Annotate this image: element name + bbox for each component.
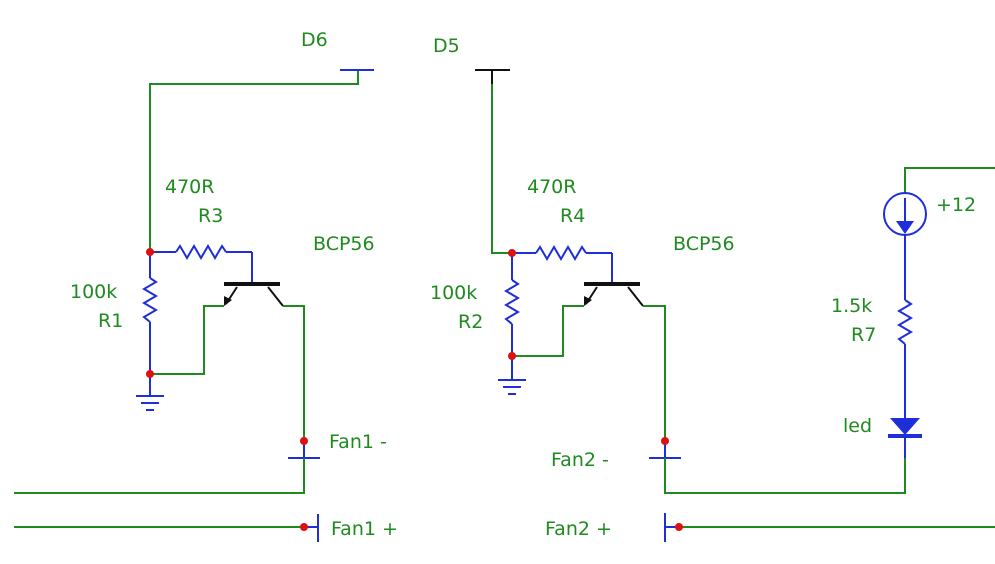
r1-resistor [142,277,158,323]
node-fan1-minus [300,437,308,445]
q2-emitter-arrow [584,296,592,306]
fan1-minus-label: Fan1 - [329,431,387,453]
node-fan1-plus [300,523,308,531]
node-r2-top [508,249,516,257]
r3-value: 470R [165,176,214,198]
r4-ref: R4 [560,205,585,227]
fan2-plus-label: Fan2 + [545,518,612,540]
q1-right-leg [267,286,284,307]
node-fan2-plus [675,523,683,531]
fan2-minus-label: Fan2 - [551,449,609,471]
q2-collector-wire [643,305,666,441]
r1-ref: R1 [98,310,123,332]
r4-resistor [535,245,587,261]
r7-value: 1.5k [831,295,872,317]
q1-emitter-wire [150,305,224,375]
r2-value: 100k [430,282,477,304]
q1-part: BCP56 [313,233,375,255]
node-r1-bottom [146,370,154,378]
r3-resistor [175,244,227,260]
r2-resistor [504,279,520,325]
r2-ref: R2 [458,311,483,333]
r7-resistor [897,299,913,345]
d6-wire [149,70,359,250]
led-triangle [890,418,920,435]
q2-part: BCP56 [673,233,735,255]
led-branch: +12 1.5k R7 led [831,167,995,458]
q2-right-leg [627,286,644,307]
stage-1: D6 470R R3 100k R1 BCP56 Fan1 - [14,29,398,542]
node-r1-top [146,248,154,256]
fan2-minus-wire [664,440,906,494]
led-ref: led [843,415,872,437]
r1-value: 100k [70,281,117,303]
d6-label: D6 [301,29,328,51]
supply-label: +12 [936,194,976,216]
r7-ref: R7 [851,324,876,346]
d5-wire [491,84,512,254]
q1-collector-wire [283,305,305,441]
q1-emitter-arrow [224,296,232,306]
supply-wire [904,167,995,193]
fan1-minus-wire [14,458,305,494]
supply-arrow-head [896,221,914,234]
node-r2-bottom [508,352,516,360]
r3-ref: R3 [198,205,223,227]
node-fan2-minus [661,437,669,445]
d5-label: D5 [433,35,460,57]
q2-emitter-wire [512,305,584,357]
r4-value: 470R [527,176,576,198]
stage-2: D5 470R R4 100k R2 BCP56 Fan2 - [430,35,995,542]
fan1-plus-label: Fan1 + [331,518,398,540]
